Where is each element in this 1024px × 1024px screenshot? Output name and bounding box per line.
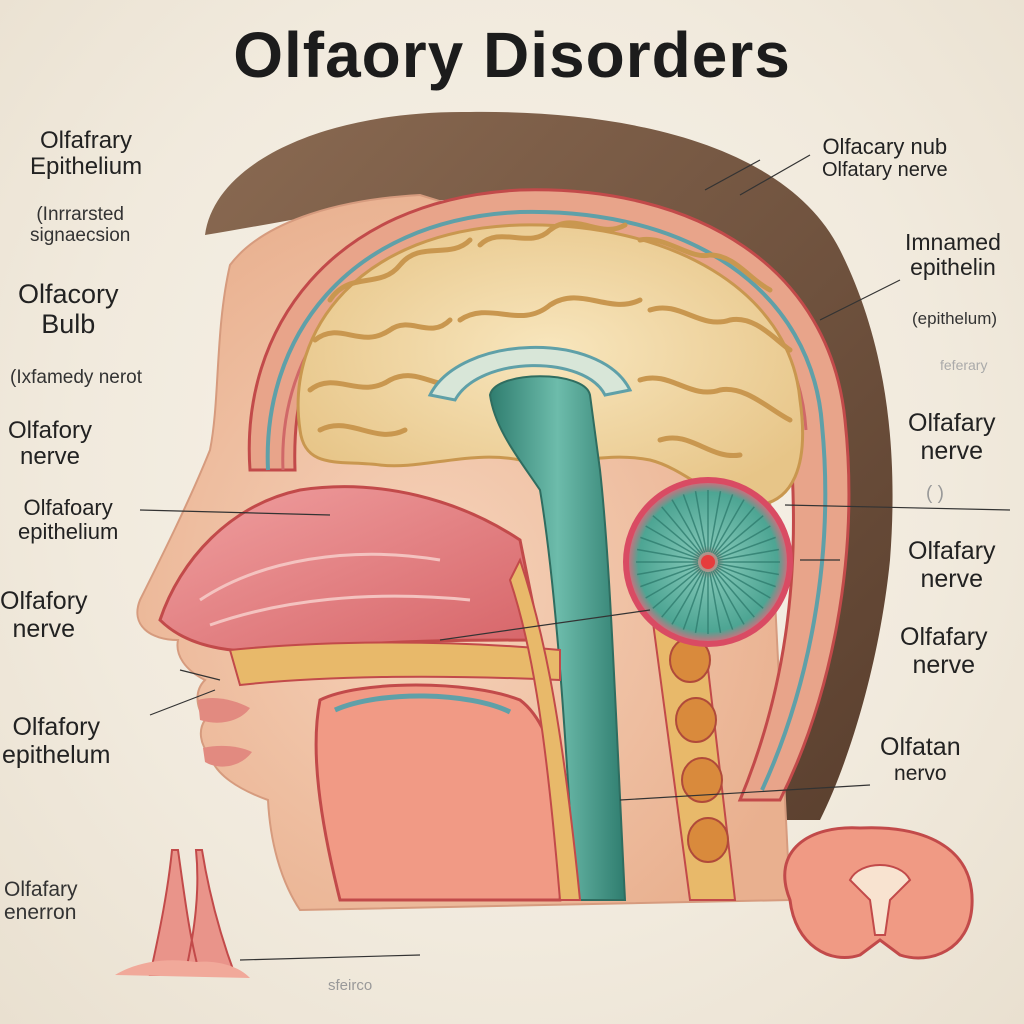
label-line: Bulb: [41, 308, 96, 339]
label-line: Olfafoary: [23, 495, 113, 520]
bulb-ray: [671, 570, 704, 625]
label-line: Olfafory: [8, 417, 93, 444]
vertebrae: [669, 637, 729, 863]
label-line: epithelium: [18, 519, 119, 545]
label-line: Olfafary: [908, 537, 996, 565]
bulb-ray: [640, 536, 699, 560]
bulb-ray: [671, 499, 704, 554]
label-line: nerve: [920, 564, 984, 593]
label-olfactory-nerve-r4: Olfatan nervo: [880, 733, 961, 785]
brainstem: [488, 375, 627, 901]
label-line: nerve: [920, 436, 984, 465]
hard-palate: [228, 641, 561, 687]
label-olfactory-nerve-r3: Olfafary nerve: [900, 623, 988, 679]
bulb-ray: [645, 525, 700, 558]
bulb-ray: [710, 494, 734, 553]
label-olfactory-bulb: Olfacory Bulb: [18, 279, 119, 339]
label-line: nerve: [19, 443, 81, 471]
bulb-ray: [645, 566, 700, 599]
label-inflamed-epithelium: Imnamed epithelin: [905, 229, 1001, 281]
bulb-ray: [682, 571, 706, 630]
bulb-ray: [717, 548, 780, 562]
label-line: Olfafary: [900, 623, 988, 651]
label-note-epithelium: (epithelum): [912, 309, 998, 328]
bulb-ray: [710, 571, 734, 630]
label-olfactory-nerve-1: Olfafory nerve: [8, 417, 93, 471]
brain-folds: [307, 220, 793, 459]
bulb-ray: [713, 506, 755, 555]
label-olfactory-epithelium-top: Olfafrary Epithelium: [30, 127, 143, 181]
label-line: nerve: [12, 614, 76, 643]
label-empty-paren: ( ): [926, 483, 944, 504]
diagram-title: Olfaory Disorders: [233, 19, 791, 91]
bulb-ray: [694, 571, 708, 634]
bulb-ray: [682, 494, 706, 553]
bulb-ray: [636, 548, 699, 562]
bulb-ray: [717, 564, 776, 588]
bulb-ray: [712, 499, 745, 554]
label-line: Olfacary nub: [822, 134, 948, 159]
bulb-ray: [694, 490, 708, 553]
label-faint-right: feferary: [940, 357, 988, 373]
label-olfactory-nub: Olfacary nub Olfatary nerve: [822, 134, 948, 182]
bulb-ray: [661, 569, 703, 618]
bulb-ray: [708, 571, 722, 634]
label-line: epithelin: [910, 254, 996, 281]
bulb-rays: [636, 490, 780, 634]
bulb-ray: [640, 564, 699, 588]
label-line: epithelum: [2, 740, 111, 769]
label-line: Epithelium: [30, 153, 143, 181]
corpus-callosum: [427, 345, 633, 402]
label-line: enerron: [4, 901, 77, 925]
label-bottom-faint: sfeirco: [328, 977, 373, 994]
bulb-ray: [713, 569, 755, 618]
label-line: nerve: [912, 650, 976, 679]
label-olfactory-nerve-r2: Olfafary nerve: [908, 537, 996, 593]
label-olfactory-nerve-2: Olfafory nerve: [0, 587, 88, 643]
label-olfactory-epithelium-mid: Olfafoary epithelium: [18, 495, 119, 545]
bulb-ray: [715, 515, 764, 557]
label-line: signaecsion: [30, 224, 131, 246]
label-line: Olfafrary: [40, 127, 133, 154]
label-olfactory-neuron: Olfafary enerron: [4, 878, 78, 924]
bulb-ray: [661, 506, 703, 555]
nasal-septum-figure: [148, 849, 237, 976]
label-line: Olfafory: [12, 713, 100, 741]
label-line: Olfatan: [880, 733, 961, 761]
label-line: (Inrrarsted: [36, 204, 124, 225]
label-line: nervo: [894, 761, 947, 785]
label-line: Olfafary: [908, 409, 996, 437]
hair-shape: [205, 111, 893, 820]
label-line: Olfafory: [0, 587, 88, 615]
lips: [198, 697, 250, 723]
bulb-ray: [712, 570, 745, 625]
label-olfactory-epithelium-low: Olfafory epithelum: [2, 713, 111, 769]
label-note-bulb: (Ixfamedy nerot: [10, 367, 142, 388]
bulb-ray: [716, 566, 771, 599]
label-olfactory-nerve-r1: Olfafary nerve: [908, 409, 996, 465]
bulb-ray: [715, 567, 764, 609]
bulb-ray: [717, 562, 780, 576]
label-line: Olfafary: [4, 878, 78, 901]
bulb-ray: [652, 567, 701, 609]
throat: [508, 557, 582, 901]
bulb-ray: [652, 515, 701, 557]
bulb-ray: [717, 536, 776, 560]
bulb-ray: [708, 490, 722, 553]
label-note-top: (Inrrarsted signaecsion: [30, 204, 131, 247]
tongue: [314, 683, 566, 902]
label-line: Imnamed: [905, 229, 1001, 255]
label-line: Olfatary nerve: [822, 159, 948, 182]
bulb-ray: [636, 562, 699, 576]
label-line: Olfacory: [18, 279, 119, 309]
leader-lines: [139, 154, 1011, 961]
bulb-ray: [716, 525, 771, 558]
